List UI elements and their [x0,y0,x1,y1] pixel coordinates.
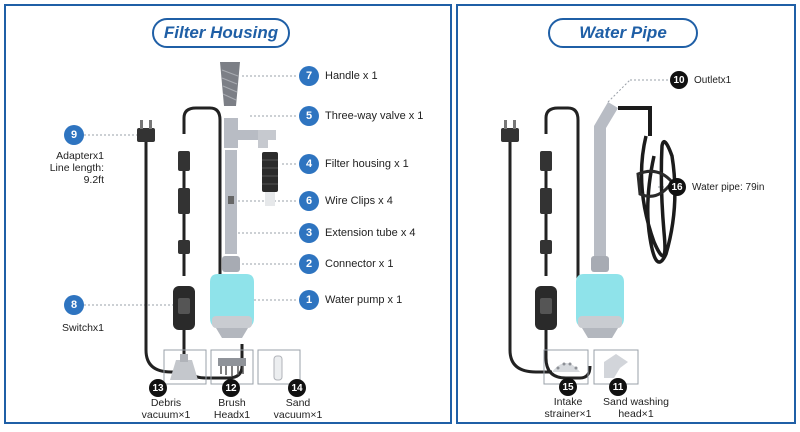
callout-number-switch: 8 [64,295,84,315]
brush-head-label: Brush Headx1 [204,397,260,421]
callout-label: Water pipe: 79in [692,181,765,193]
adapter-label-line: 9.2ft [83,174,104,186]
callout-number: 5 [299,106,319,126]
adapter-label-line: Line length: [49,162,104,174]
water-pipe-illustration [501,79,677,385]
callout-label: Extension tube x 4 [325,227,416,239]
accessory-label-line: Headx1 [213,409,251,421]
callout-water-pump: 1 Water pump x 1 [299,290,402,310]
panel-title-water-pipe: Water Pipe [548,18,698,48]
filter-housing-illustration [84,62,301,385]
callout-number-sand-vacuum: 14 [288,379,306,397]
callout-water-pipe: 16 Water pipe: 79in [668,178,764,196]
sand-vacuum-label: Sand vacuum×1 [264,397,332,421]
callout-extension-tube: 3 Extension tube x 4 [299,223,416,243]
callout-number-debris-vacuum: 13 [149,379,167,397]
callout-label: Outletx1 [694,74,732,86]
callout-number-sand-washing-head: 11 [609,378,627,396]
callout-label: Filter housing x 1 [325,158,409,170]
callout-wire-clips: 6 Wire Clips x 4 [299,191,393,211]
callout-label: Three-way valve x 1 [325,110,424,122]
callout-three-way-valve: 5 Three-way valve x 1 [299,106,423,126]
adapter-label: Adapterx1 Line length: 9.2ft [20,150,104,186]
callout-label: Connector x 1 [325,258,394,270]
accessory-label-line: strainer×1 [544,408,592,420]
sand-washing-head-label: Sand washing head×1 [596,396,676,420]
accessory-label-line: head×1 [618,408,654,420]
callout-filter-housing: 4 Filter housing x 1 [299,154,409,174]
callout-number: 6 [299,191,319,211]
accessory-label-line: vacuum×1 [273,409,323,421]
callout-number-adapter: 9 [64,125,84,145]
callout-number: 10 [670,71,688,89]
accessory-label-line: Intake [553,396,583,408]
callout-handle: 7 Handle x 1 [299,66,378,86]
callout-number-intake-strainer: 15 [559,378,577,396]
callout-number: 16 [668,178,686,196]
callout-number: 3 [299,223,319,243]
callout-number-brush-head: 12 [222,379,240,397]
filter-housing-panel: Filter Housing [4,4,452,424]
accessory-label-line: Brush [218,397,246,409]
accessory-label-line: vacuum×1 [141,409,191,421]
switch-label: Switchx1 [61,322,104,334]
accessory-label-line: Sand washing [603,396,669,408]
water-pipe-panel: Water Pipe [456,4,796,424]
callout-outlet: 10 Outletx1 [670,71,731,89]
callout-number: 4 [299,154,319,174]
callout-number: 2 [299,254,319,274]
debris-vacuum-label: Debris vacuum×1 [134,397,198,421]
callout-number: 1 [299,290,319,310]
intake-strainer-label: Intake strainer×1 [534,396,602,420]
callout-connector: 2 Connector x 1 [299,254,393,274]
callout-number: 7 [299,66,319,86]
callout-label: Water pump x 1 [325,294,403,306]
accessory-label-line: Debris [150,397,182,409]
adapter-label-line: Adapterx1 [56,150,104,162]
callout-label: Wire Clips x 4 [325,195,393,207]
panel-title-filter-housing: Filter Housing [152,18,290,48]
callout-label: Handle x 1 [325,70,378,82]
accessory-label-line: Sand [285,397,311,409]
